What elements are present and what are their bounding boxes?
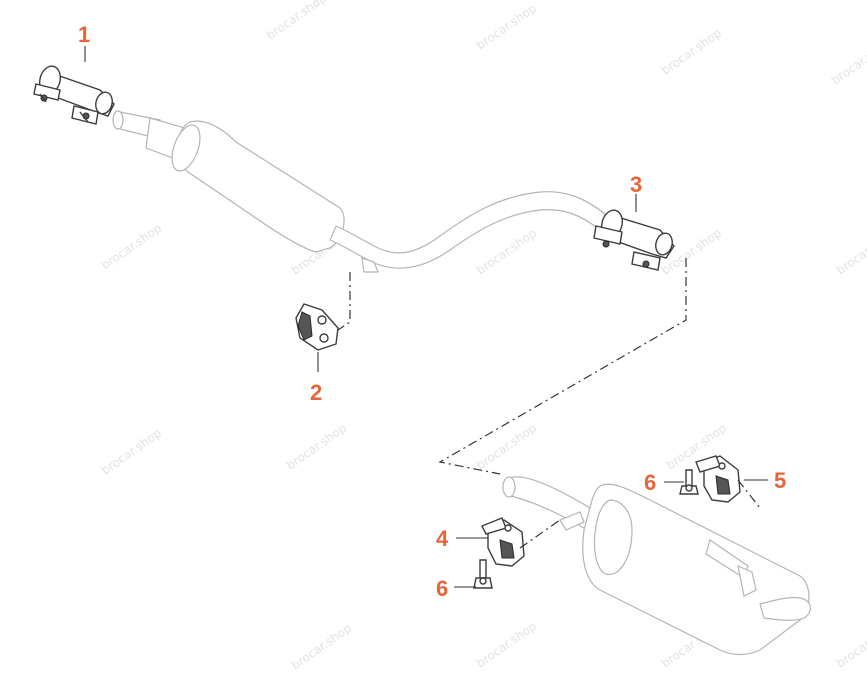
clamp-part-1 [33,65,115,125]
watermark: brocar.shop [474,1,539,53]
watermark: brocar.shop [289,621,354,673]
middle-silencer-pipe [112,110,606,273]
rear-silencer [502,476,811,656]
assembly-lines [337,258,761,549]
hanger-part-5 [695,455,741,503]
callout-part-1: 1 [78,22,90,47]
watermark: brocar.shop [829,36,867,88]
hanger-part-4 [481,517,525,567]
bolt-part-6-lower [473,559,493,589]
watermark: brocar.shop [474,421,539,473]
leader-lines [84,46,768,588]
callout-part-6-lower: 6 [436,576,448,601]
watermark: brocar.shop [264,0,329,42]
callouts: 1 2 3 4 5 6 6 [78,22,786,601]
callout-part-5: 5 [774,468,786,493]
bolt-part-6-upper [679,469,699,495]
watermark: brocar.shop [659,26,724,78]
watermark: brocar.shop [99,426,164,478]
watermark: brocar.shop [834,619,867,671]
callout-part-4: 4 [436,526,449,551]
watermark: brocar.shop [284,421,349,473]
watermark: brocar.shop [834,226,867,278]
callout-part-2: 2 [310,380,322,405]
clamp-part-3 [593,209,675,271]
callout-part-6-upper: 6 [644,470,656,495]
callout-part-3: 3 [630,172,642,197]
watermark: brocar.shop [474,619,539,671]
rubber-mount-part-2 [295,303,339,351]
watermark: brocar.shop [474,226,539,278]
watermark: brocar.shop [99,221,164,273]
